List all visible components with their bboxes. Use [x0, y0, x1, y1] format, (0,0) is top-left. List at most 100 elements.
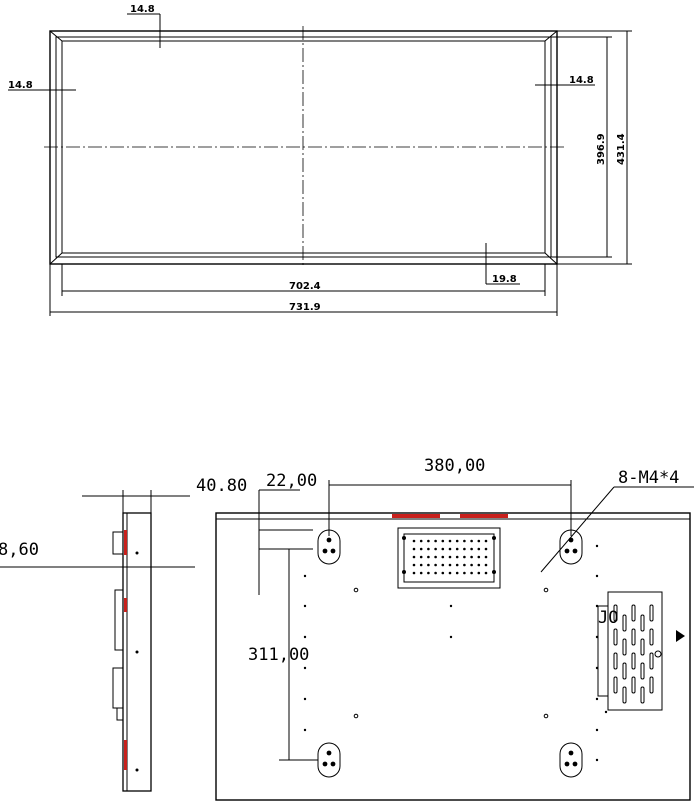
arrow-marker: [676, 630, 685, 642]
connector-pin: [448, 563, 452, 567]
dim-hole-spacing-h: 380,00: [424, 456, 485, 476]
connector-pin: [427, 539, 430, 543]
connector-pin: [419, 571, 423, 575]
dim-inner-width: 702.4: [289, 281, 321, 292]
side-hole: [135, 768, 139, 772]
rear-dot: [595, 635, 599, 639]
bezel-corner: [49, 30, 63, 42]
connector-pin: [427, 555, 430, 559]
dim-left-border: 14.8: [8, 80, 33, 91]
vent-slot: [613, 628, 618, 646]
connector-pin: [441, 539, 445, 543]
dim-bottom-border: 19.8: [492, 274, 517, 285]
rear-dot: [303, 728, 307, 732]
mount-hole: [317, 742, 341, 778]
small-hole: [543, 713, 549, 719]
side-body: [122, 512, 152, 792]
outer-frame: [49, 30, 558, 265]
connector-pin: [419, 563, 423, 567]
connector-pin: [427, 571, 430, 575]
connector-pin: [434, 555, 437, 559]
connector-pin: [419, 547, 423, 551]
rear-dot: [604, 710, 608, 714]
connector-pin: [477, 555, 481, 559]
vent-slot: [631, 652, 636, 670]
connector-pin: [455, 555, 459, 559]
rear-dot: [303, 604, 307, 608]
rear-dot: [303, 666, 307, 670]
connector-pin: [477, 539, 481, 543]
connector-screw: [492, 536, 496, 540]
vent-slot: [613, 652, 618, 670]
connector-pin: [477, 571, 481, 575]
dim-hole-spacing-v: 311,00: [248, 645, 309, 665]
rear-dot: [595, 697, 599, 701]
vent-slot: [640, 638, 645, 656]
side-view: 40.80 8,60: [0, 476, 247, 792]
connector-pin: [455, 547, 459, 551]
connector-block: [397, 527, 501, 589]
rear-dots: [303, 544, 608, 762]
bezel-corner: [49, 252, 63, 265]
dim-inner-height: 396.9: [596, 133, 607, 165]
rear-dot: [303, 574, 307, 578]
side-hole: [135, 650, 139, 654]
connector-pin: [484, 555, 488, 559]
connector-pin: [441, 563, 445, 567]
mount-hole-outline: [317, 742, 341, 778]
connector-pin: [434, 563, 437, 567]
rear-dot: [595, 604, 599, 608]
vent-slot: [649, 652, 654, 670]
rear-dot: [303, 697, 307, 701]
connector-pin: [463, 539, 466, 543]
callout-leader: [540, 486, 615, 573]
connector-pin: [463, 571, 466, 575]
connector-pin: [419, 539, 423, 543]
connector-pin: [427, 563, 430, 567]
vent-slot: [640, 614, 645, 632]
vent-slot: [622, 614, 627, 632]
connector-screw: [492, 570, 496, 574]
connector-pin: [463, 563, 466, 567]
red-connector: [124, 740, 127, 770]
vent-slot: [622, 638, 627, 656]
vent-slot: [640, 662, 645, 680]
partial-label: JO: [598, 608, 618, 628]
dot: [449, 604, 453, 608]
dim-right-border: 14.8: [569, 75, 594, 86]
connector-pin: [448, 555, 452, 559]
vent-slot: [631, 676, 636, 694]
dim-offset: 8,60: [0, 540, 39, 560]
vent-bracket: [597, 605, 609, 697]
front-view: 14.8 14.8 14.8 19.8 702.4 731.9 396.9 43…: [8, 4, 632, 316]
connector-pin: [441, 571, 445, 575]
connector-pin: [448, 539, 452, 543]
red-connector: [124, 530, 127, 555]
mount-hole-outline: [559, 742, 583, 778]
bezel-corner: [544, 30, 558, 42]
red-strip: [392, 514, 440, 518]
vent-slot: [613, 676, 618, 694]
screw-callout: 8-M4*4: [618, 468, 679, 488]
vent-slot: [622, 662, 627, 680]
connector-pin: [477, 563, 481, 567]
dim-outer-width: 731.9: [289, 302, 321, 313]
connector-pins: [402, 536, 496, 575]
vent-slots: [613, 604, 654, 704]
dim-outer-height: 431.4: [616, 133, 627, 165]
connector-pin: [470, 539, 473, 543]
connector-pin: [427, 547, 430, 551]
connector-pin: [470, 571, 473, 575]
rear-dot: [595, 758, 599, 762]
connector-pin: [484, 547, 488, 551]
vent-slot: [631, 628, 636, 646]
rear-dot: [595, 728, 599, 732]
connector-pin: [434, 571, 437, 575]
connector-pin: [441, 555, 445, 559]
connector-pin: [455, 539, 459, 543]
connector-pin: [434, 539, 437, 543]
small-hole: [543, 587, 549, 593]
rear-dot: [595, 544, 599, 548]
side-bracket: [114, 589, 124, 651]
